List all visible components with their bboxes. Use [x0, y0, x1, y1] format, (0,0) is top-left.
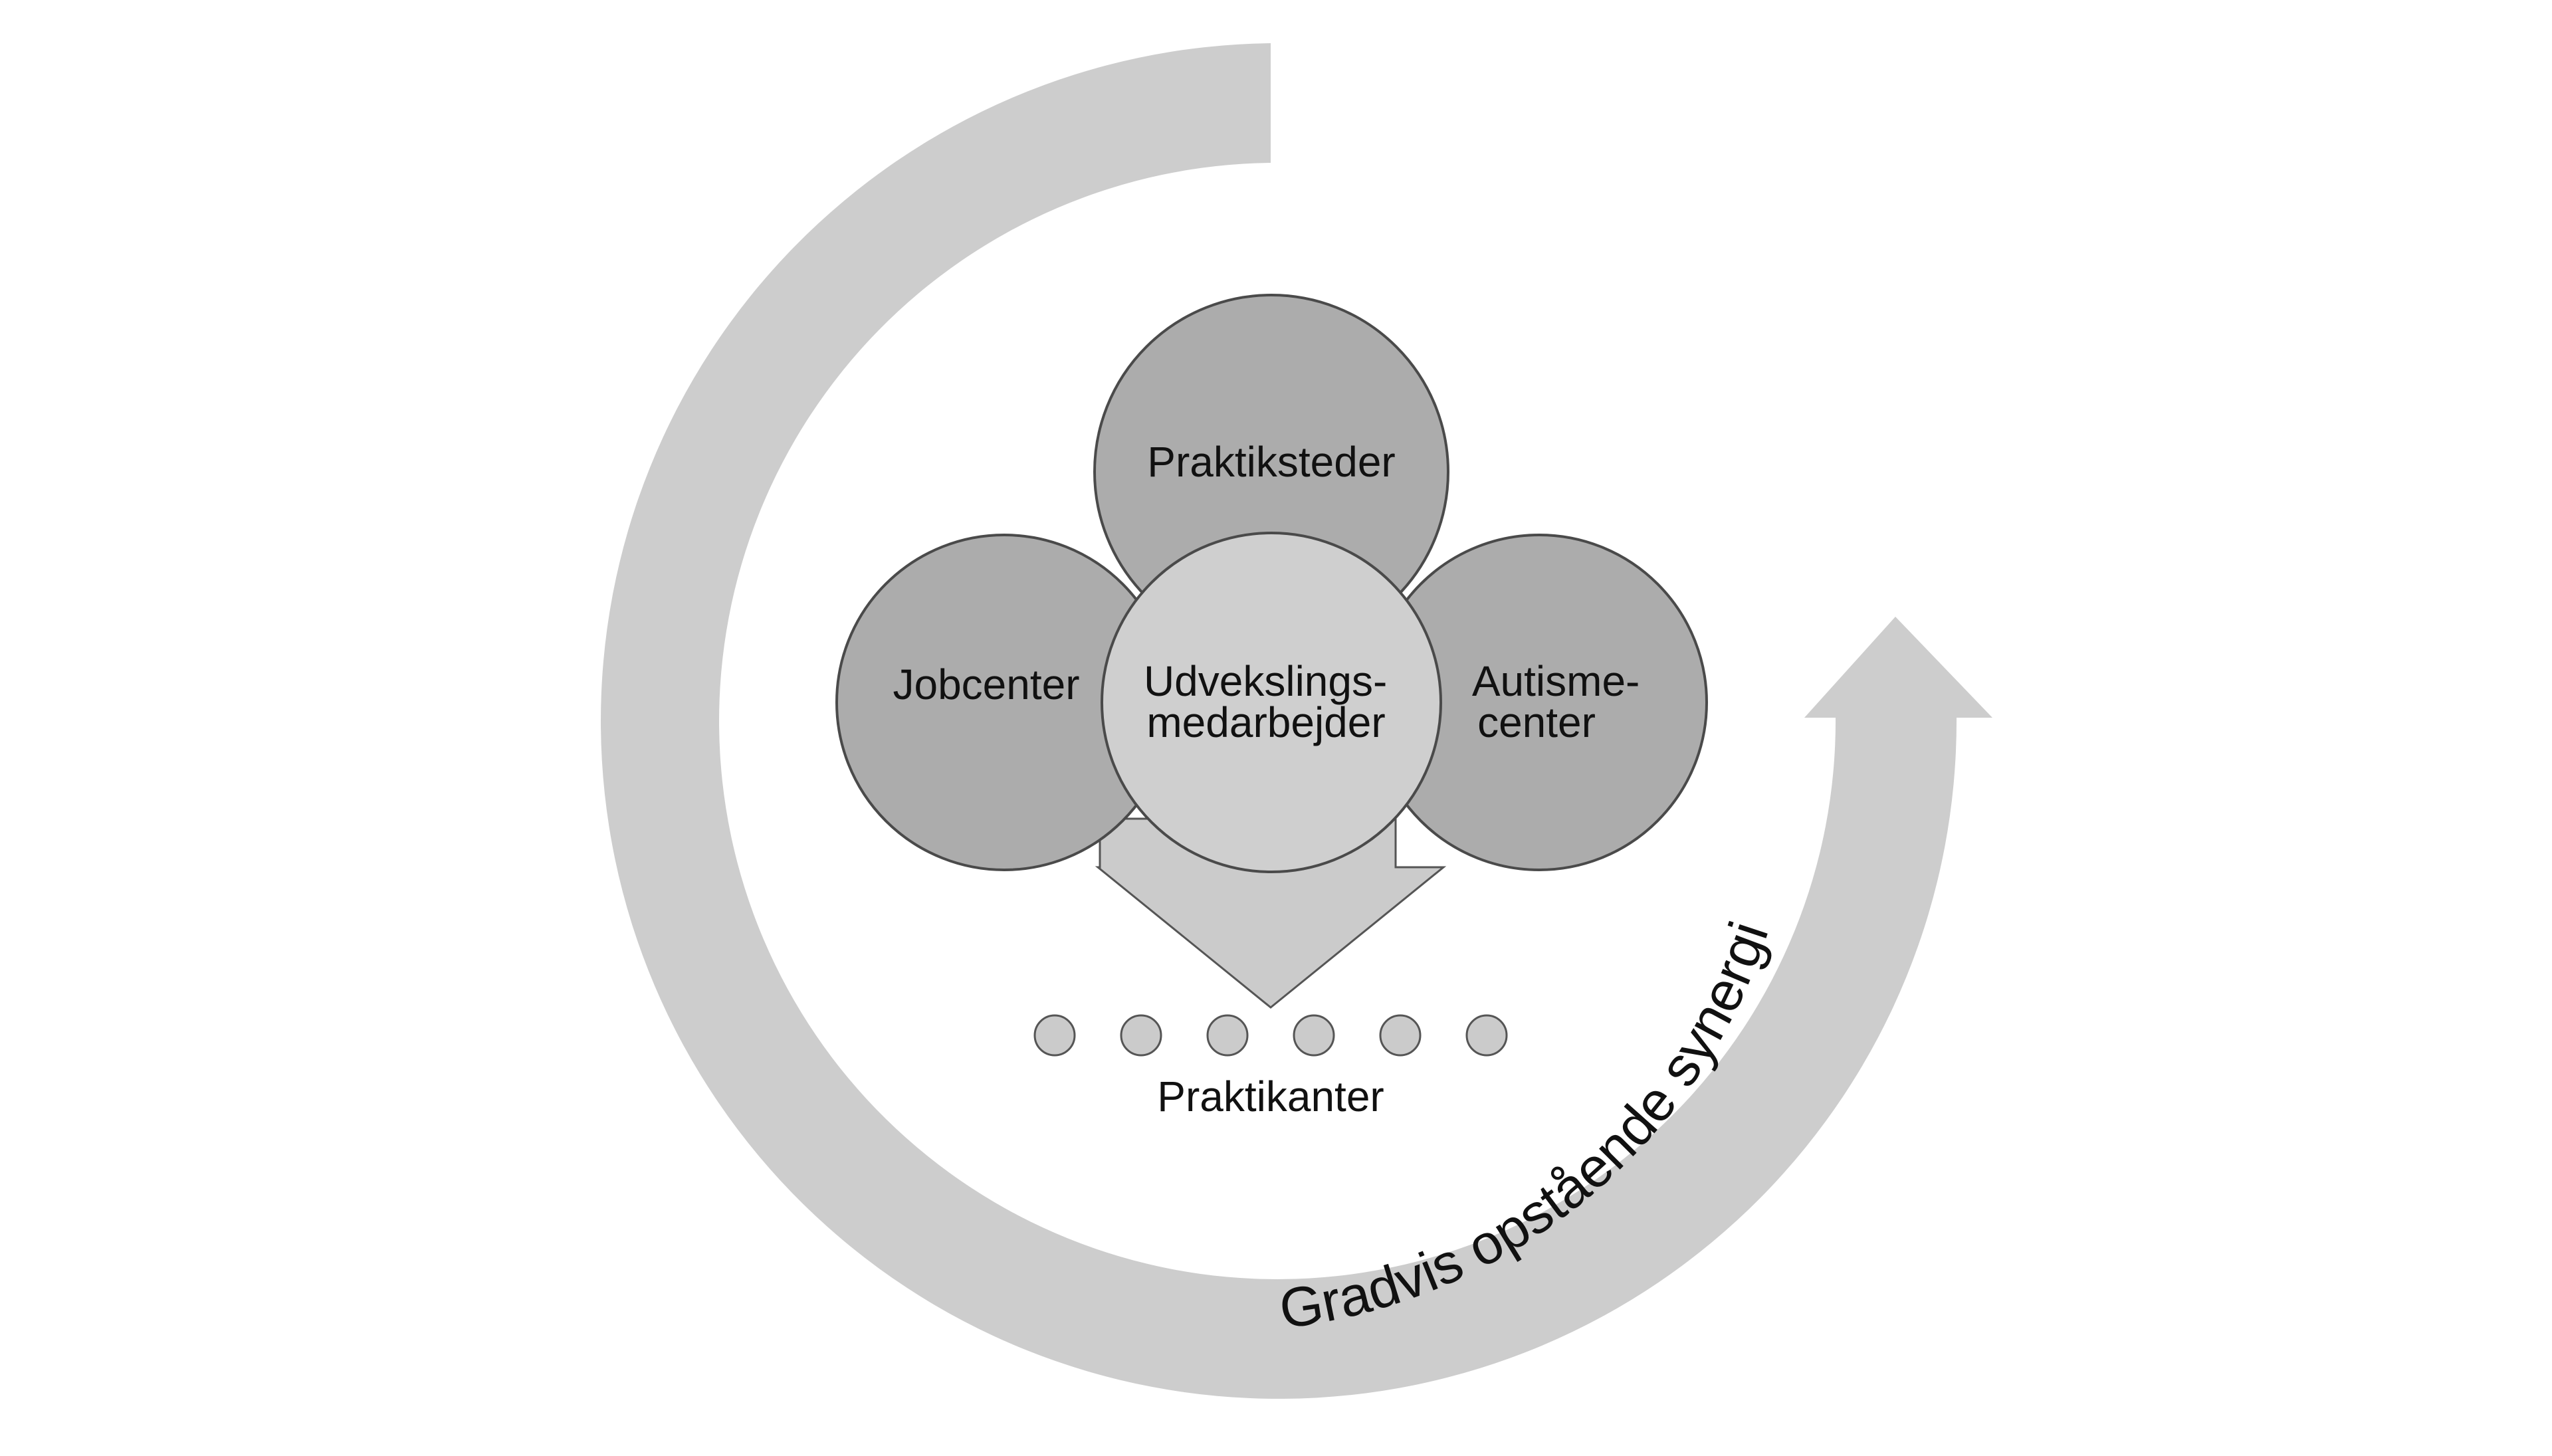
node-left-line-1: Jobcenter	[893, 661, 1079, 708]
center-node-label: Udvekslings- medarbejder	[1144, 657, 1399, 746]
center-node-line-2: medarbejder	[1146, 698, 1385, 746]
node-right-line-1: Autisme-	[1472, 657, 1640, 705]
center-node-line-1: Udvekslings-	[1144, 657, 1387, 705]
trainee-dot	[1379, 1014, 1422, 1057]
node-left-label: Jobcenter	[893, 661, 1079, 708]
trainee-dot	[1206, 1014, 1249, 1057]
node-right-label: Autisme- center	[1472, 657, 1651, 746]
node-top-line-1: Praktiksteder	[1147, 438, 1395, 486]
node-top-label: Praktiksteder	[1147, 438, 1395, 486]
node-right-line-2: center	[1477, 698, 1596, 746]
trainee-dot	[1120, 1014, 1162, 1057]
center-node-circle	[1101, 532, 1442, 873]
trainees-label: Praktikanter	[1157, 1073, 1384, 1120]
trainee-dot	[1033, 1014, 1076, 1057]
trainee-dots	[1033, 1014, 1508, 1057]
trainee-dot	[1465, 1014, 1508, 1057]
trainee-dot	[1293, 1014, 1335, 1057]
down-arrow	[1095, 817, 1447, 1009]
